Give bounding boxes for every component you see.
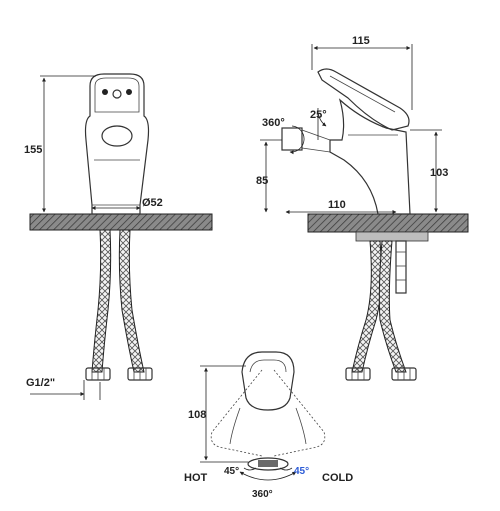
front-faucet-body (84, 73, 150, 215)
top-rotation-label: 360° (252, 489, 273, 500)
side-mounting-plate (355, 231, 429, 242)
top-cold-angle-arc (279, 467, 293, 471)
side-width-label: 115 (352, 35, 370, 47)
top-hot-angle-label: 45° (224, 466, 239, 477)
front-handle-face (94, 77, 140, 113)
side-aerator-height-label: 85 (256, 175, 268, 187)
top-base (247, 457, 289, 471)
front-diameter-label: Ø52 (142, 197, 163, 209)
side-lever-handle (317, 68, 410, 131)
side-spout-height-label: 103 (430, 167, 448, 179)
top-rotation-arrow (239, 471, 297, 481)
side-reach-label: 110 (328, 199, 346, 211)
side-countertop (307, 213, 469, 233)
front-hose-left (91, 229, 112, 373)
side-rotation-label: 360° (262, 117, 285, 129)
front-view: 155 Ø52 G1/2" (24, 73, 213, 400)
top-base-marker (258, 460, 278, 467)
top-hot-angle-arc (243, 467, 257, 471)
side-supply-pipe (395, 240, 407, 294)
front-indicator-cold (102, 89, 108, 95)
side-view: 360° 25° 115 85 103 110 (256, 35, 469, 381)
front-indicator-hot (126, 89, 132, 95)
top-lever (241, 351, 295, 411)
front-hose-right (118, 229, 145, 373)
side-faucet-body (329, 98, 411, 215)
side-angle-arc (317, 107, 327, 127)
side-aerator (281, 127, 303, 151)
front-thread-label: G1/2" (26, 377, 55, 389)
front-spout-aerator (101, 125, 133, 147)
top-cold-label: COLD (322, 472, 353, 484)
side-hose-left (351, 240, 382, 373)
top-cold-angle-label: 45° (294, 466, 309, 477)
top-cold-swing (273, 369, 326, 457)
front-handle-hole (112, 89, 122, 99)
front-countertop (29, 213, 213, 231)
side-rotation-arrow (289, 125, 305, 155)
front-height-label: 155 (24, 144, 42, 156)
side-hose-right (378, 240, 407, 373)
top-hot-swing (210, 369, 263, 457)
top-view: 360° 108 HOT 45° COLD 45° (184, 351, 353, 500)
top-depth-label: 108 (188, 409, 206, 421)
top-hot-label: HOT (184, 472, 208, 484)
side-angle-label: 25° (310, 109, 327, 121)
